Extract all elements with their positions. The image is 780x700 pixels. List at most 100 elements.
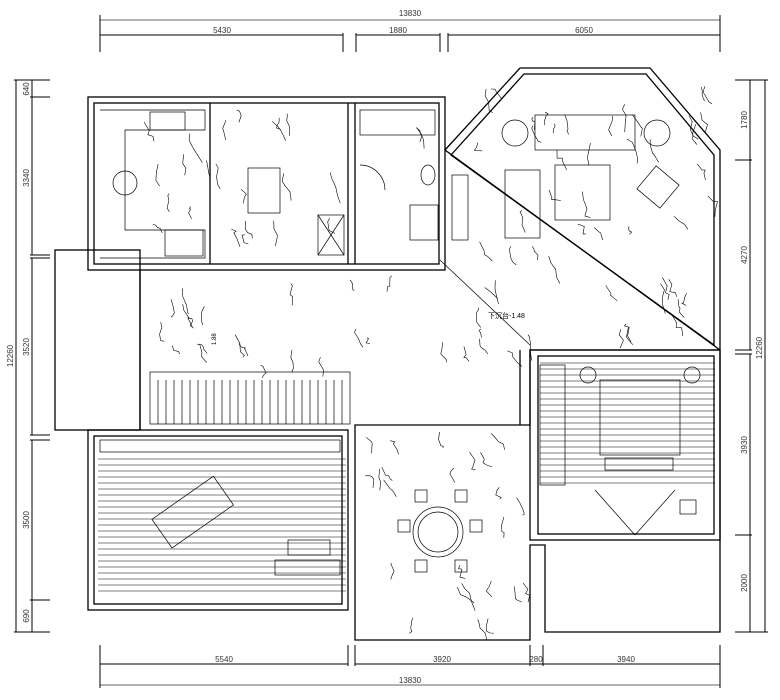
dim-top-total: 13830 [399,9,422,18]
marble-vein [605,285,618,302]
marble-vein [702,86,713,105]
marble-vein [594,227,603,241]
marble-vein [681,293,687,306]
marble-vein [188,317,194,329]
marble-vein [416,127,423,143]
marble-vein [486,618,494,634]
marble-vein [182,303,193,328]
dining-table [397,489,483,573]
marble-vein [477,619,488,640]
marble-vein [581,191,591,218]
marble-vein [231,228,241,248]
marble-vein [383,479,397,497]
dim-right-seg: 2000 [740,574,749,592]
marble-vein [707,195,718,217]
marble-vein [381,466,393,481]
marble-vein [660,283,666,314]
marble-vein [234,334,245,358]
dim-right-seg: 3930 [740,436,749,454]
marble-vein [491,88,502,102]
staircase [149,371,351,425]
marble-vein [668,279,677,297]
marble-vein [531,125,542,143]
marble-vein [143,121,155,142]
marble-vein [245,221,253,239]
marble-vein [206,160,211,179]
tv-unit [594,489,697,536]
marble-vein [700,112,711,140]
kitchen-counter [100,109,206,259]
marble-vein [608,115,613,137]
marble-vein [586,143,591,166]
marble-vein [172,345,181,354]
marble-vein [200,306,205,325]
marble-vein [318,357,324,377]
marble-vein [215,163,221,190]
dim-bottom-total: 13830 [399,676,422,685]
marble-vein [501,517,505,538]
dim-right-total: 12260 [755,336,764,359]
marble-vein [649,139,659,163]
marble-vein [480,452,492,468]
marble-vein [513,586,522,603]
marble-vein [390,562,395,580]
marble-vein [522,582,531,603]
dimension-top: 13830 5430 1880 6050 [99,9,721,52]
corridor-label: 1.88 [212,333,218,345]
marble-vein [240,188,247,204]
sunken-platform-label: 下沉台-1.48 [488,311,525,320]
sofa-set [451,114,680,241]
fridge [317,214,345,256]
marble-vein [416,127,425,149]
marble-vein [548,256,561,284]
marble-vein [473,142,483,152]
marble-vein [155,163,160,187]
marble-vein [672,315,684,337]
marble-vein [354,328,364,348]
marble-vein [495,487,502,500]
dim-right-seg: 1780 [740,111,749,129]
marble-vein [238,343,249,357]
marble-vein [289,283,293,306]
marble-vein [479,338,488,355]
marble-vein [271,121,286,142]
wood-floor-bedroom [540,360,715,485]
marble-vein [564,114,569,135]
marble-vein [378,468,381,491]
marble-vein [440,342,447,363]
kitchen-island [247,167,281,214]
marble-vein [188,133,203,163]
marble-vein [626,138,638,164]
dim-bottom-seg: 5540 [215,655,233,664]
marble-vein [182,154,187,176]
marble-vein [166,193,170,213]
marble-vein [236,109,242,123]
marble-vein [618,329,624,349]
marble-vein [458,565,466,579]
desk [99,439,341,576]
marble-vein [197,343,208,354]
marble-vein [449,467,456,483]
marble-vein [461,583,476,611]
marble-vein [519,210,526,233]
marble-vein [494,280,499,305]
marble-vein [199,343,208,363]
marble-vein [556,149,567,171]
marble-vein [273,220,278,247]
marble-vein [544,111,549,126]
marble-floor-veins [143,86,718,640]
dim-left-seg: 690 [22,609,31,623]
marble-vein [281,173,292,201]
marble-vein [276,117,281,130]
dim-top-seg: 5430 [213,26,231,35]
dim-left-seg: 3340 [22,169,31,187]
marble-vein [438,431,444,449]
dimension-bottom: 5540 3920 280 3940 13830 [99,645,721,688]
marble-vein [701,86,706,102]
marble-vein [469,452,476,470]
marble-vein [349,279,355,292]
marble-vein [188,206,192,219]
marble-vein [677,299,685,318]
marble-vein [457,586,475,604]
